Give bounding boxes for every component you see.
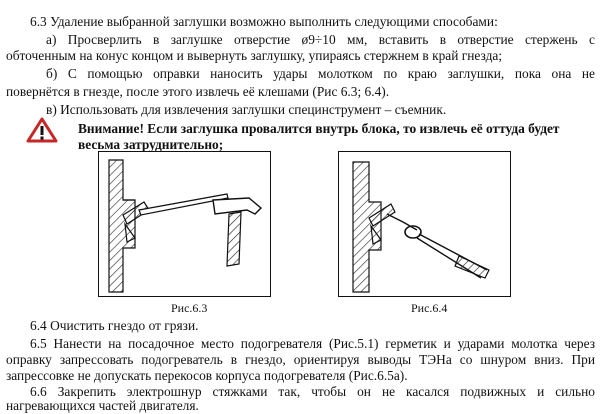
warning-text-line2: весьма затруднительно;	[78, 137, 224, 152]
figure-6-3-drawing	[108, 159, 263, 293]
warning-triangle-icon	[26, 117, 58, 143]
paragraph-6-6-line2: нагревающихся частей двигателя.	[6, 398, 199, 413]
figure-6-3: Рис.6.3	[98, 151, 271, 315]
figure-6-4-caption: Рис.6.4	[411, 301, 448, 315]
paragraph-6-4: 6.4 Очистить гнездо от грязи.	[30, 318, 199, 333]
paragraph-6-3-intro: 6.3 Удаление выбранной заглушки возможно…	[30, 14, 498, 29]
figure-6-4: Рис.6.4	[338, 151, 511, 315]
paragraph-6-3-a-line1: а) Просверлить в заглушке отверстие ø9÷1…	[46, 32, 595, 47]
warning-text-line1: Внимание! Если заглушка провалится внутр…	[78, 121, 560, 136]
paragraph-6-3-v-line1: в) Использовать для извлечения заглушки …	[46, 102, 447, 117]
paragraph-6-3-a-line2: обточенным на конус концом и вывернуть з…	[6, 48, 503, 63]
paragraph-6-5-line1: 6.5 Нанести на посадочное место подогрев…	[30, 336, 595, 351]
figure-6-4-drawing	[352, 161, 490, 293]
paragraph-6-5-line3: запрессовке не допускать перекосов корпу…	[6, 368, 408, 383]
figure-6-3-caption: Рис.6.3	[171, 301, 208, 315]
paragraph-6-5-line2: оправку запрессовать подогреватель в гне…	[6, 352, 595, 367]
paragraph-6-6-line1: 6.6 Закрепить электрошнур стяжками так, …	[30, 384, 595, 399]
paragraph-6-3-b-line1: б) С помощью оправки наносить удары моло…	[46, 66, 595, 81]
paragraph-6-3-b-line2: повернётся в гнезде, после этого извлечь…	[6, 84, 390, 99]
